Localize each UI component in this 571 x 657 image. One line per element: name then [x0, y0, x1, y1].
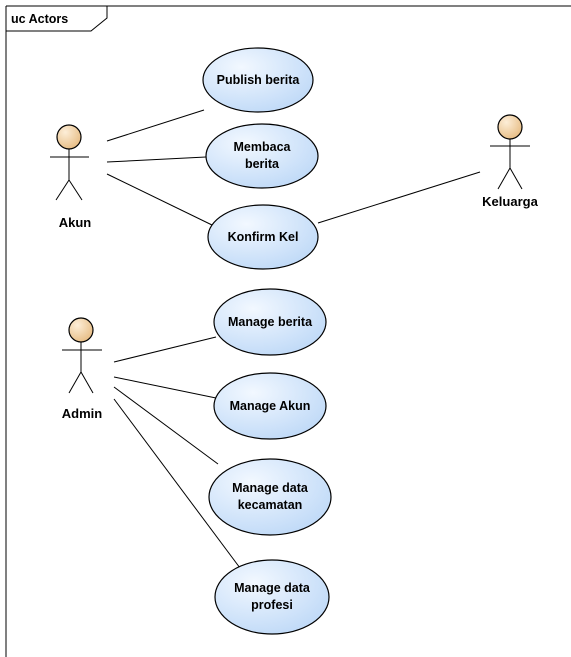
usecase-konfirm-kel[interactable]: Konfirm Kel	[207, 204, 319, 270]
usecase-manage-data-profesi[interactable]: Manage data profesi	[214, 559, 330, 635]
frame-title: uc Actors	[11, 12, 68, 26]
usecase-publish-berita[interactable]: Publish berita	[202, 47, 314, 113]
usecase-manage-data-kecamatan-label-2: kecamatan	[238, 498, 303, 512]
assoc-keluarga-konfirm-kel	[317, 171, 481, 224]
usecase-manage-data-kecamatan[interactable]: Manage data kecamatan	[208, 458, 332, 536]
usecase-publish-berita-label: Publish berita	[217, 73, 301, 87]
assoc-akun-konfirm-kel	[106, 173, 213, 226]
usecase-manage-berita-label: Manage berita	[228, 315, 313, 329]
usecase-manage-data-profesi-label-1: Manage data	[234, 581, 311, 595]
usecase-membaca-berita-label-2: berita	[245, 157, 280, 171]
actor-admin[interactable]: Admin	[62, 317, 103, 421]
usecase-manage-akun[interactable]: Manage Akun	[213, 372, 327, 440]
usecase-konfirm-kel-label: Konfirm Kel	[228, 230, 299, 244]
actor-admin-label: Admin	[62, 406, 103, 421]
usecase-manage-berita[interactable]: Manage berita	[213, 288, 327, 356]
actor-keluarga-head	[497, 114, 523, 140]
frame-title-tab	[6, 6, 108, 32]
actor-admin-head	[68, 317, 94, 343]
actor-akun-head	[56, 124, 82, 150]
usecase-membaca-berita[interactable]: Membaca berita	[205, 123, 319, 189]
usecase-manage-data-profesi-label-2: profesi	[251, 598, 293, 612]
associations	[106, 109, 481, 573]
actor-keluarga-label: Keluarga	[482, 194, 538, 209]
actor-keluarga[interactable]: Keluarga	[482, 114, 539, 209]
assoc-akun-publish-berita	[106, 109, 205, 142]
assoc-admin-manage-akun	[113, 376, 217, 399]
assoc-akun-membaca-berita	[106, 156, 207, 163]
assoc-admin-manage-data-kecamatan	[113, 386, 219, 465]
assoc-admin-manage-berita	[113, 336, 217, 363]
diagram-frame: uc Actors	[5, 5, 571, 657]
assoc-admin-manage-data-profesi	[113, 398, 244, 573]
usecase-manage-data-kecamatan-label-1: Manage data	[232, 481, 309, 495]
usecase-membaca-berita-label-1: Membaca	[234, 140, 292, 154]
actor-akun[interactable]: Akun	[50, 124, 92, 230]
usecase-manage-akun-label: Manage Akun	[230, 399, 311, 413]
actor-akun-label: Akun	[59, 215, 92, 230]
